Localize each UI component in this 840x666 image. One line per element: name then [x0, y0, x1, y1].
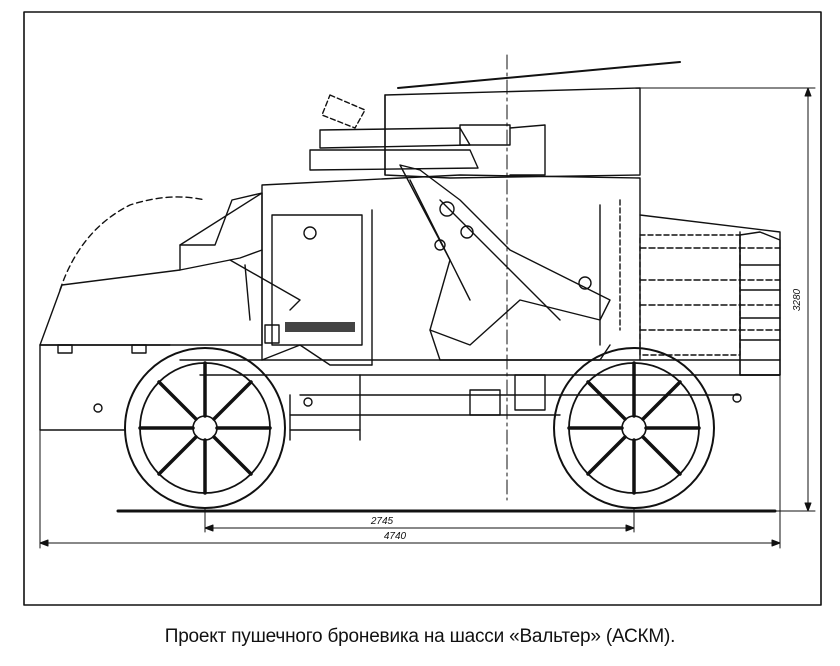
rear-boxes — [639, 231, 781, 376]
gun-mount — [229, 164, 621, 361]
drawing-frame — [23, 11, 822, 606]
wheelbase-label: 2745 — [370, 516, 394, 527]
front-wheel — [124, 347, 286, 509]
overall-length-label: 4740 — [384, 531, 407, 542]
rear-wheel — [553, 347, 715, 509]
hull-body — [179, 174, 781, 376]
gun-turret — [309, 61, 681, 179]
figure-caption: Проект пушечного броневика на шасси «Вал… — [164, 626, 676, 647]
front-hood — [39, 192, 263, 431]
overall-height-label: 3280 — [792, 288, 803, 311]
dimension-lines — [39, 87, 816, 549]
chassis-details — [289, 374, 742, 441]
